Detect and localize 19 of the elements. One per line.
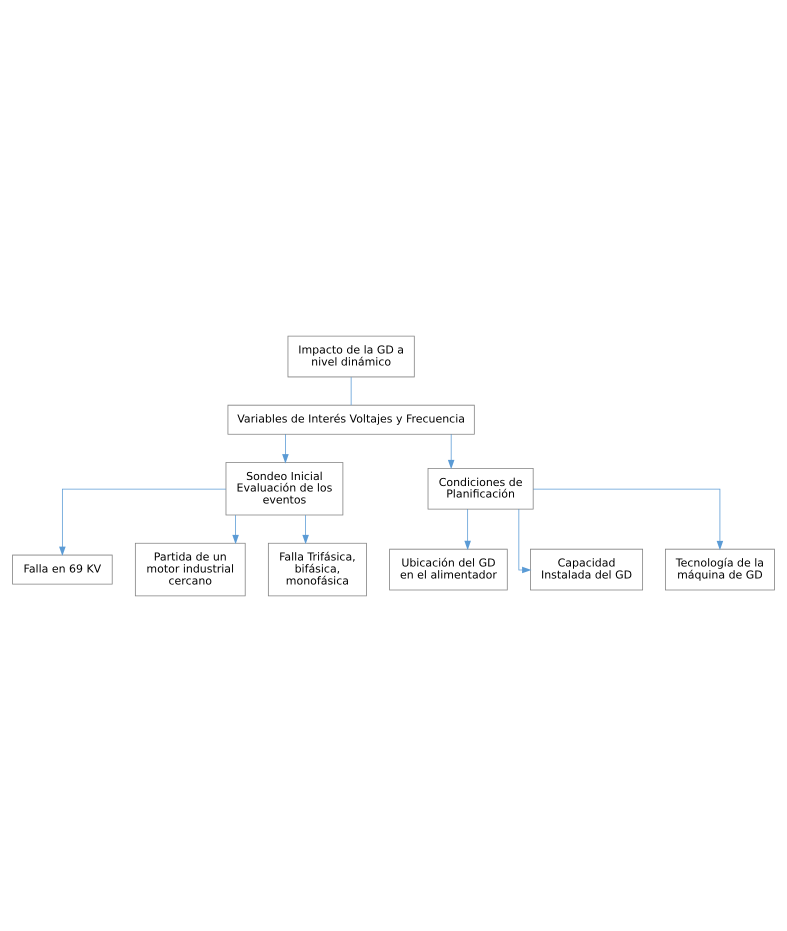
- node-box: Falla en 69 KV: [12, 554, 113, 584]
- arrow: [282, 433, 289, 464]
- node-box: Impacto de la GD a nivel dinámico: [288, 335, 415, 377]
- node-box: Condiciones de Planificación: [428, 467, 534, 510]
- arrow: [464, 508, 471, 550]
- arrow: [448, 433, 454, 469]
- arrow: [302, 514, 309, 544]
- arrow: [533, 488, 724, 550]
- node-box: Ubicación del GD en el alimentador: [389, 548, 508, 590]
- arrow: [518, 508, 532, 573]
- node-box: Partida de un motor industrial cercano: [134, 542, 246, 596]
- node-box: Sondeo Inicial Evaluación de los eventos: [226, 462, 344, 515]
- connector: [350, 376, 352, 406]
- node-box: Variables de Interés Voltajes y Frecuencia: [228, 404, 475, 434]
- arrow: [232, 514, 239, 544]
- arrow: [59, 488, 226, 556]
- node-box: Tecnología de la máquina de GD: [665, 548, 775, 590]
- node-box: Falla Trifásica, bifásica, monofásica: [268, 542, 367, 596]
- node-box: Capacidad Instalada del GD: [530, 548, 644, 590]
